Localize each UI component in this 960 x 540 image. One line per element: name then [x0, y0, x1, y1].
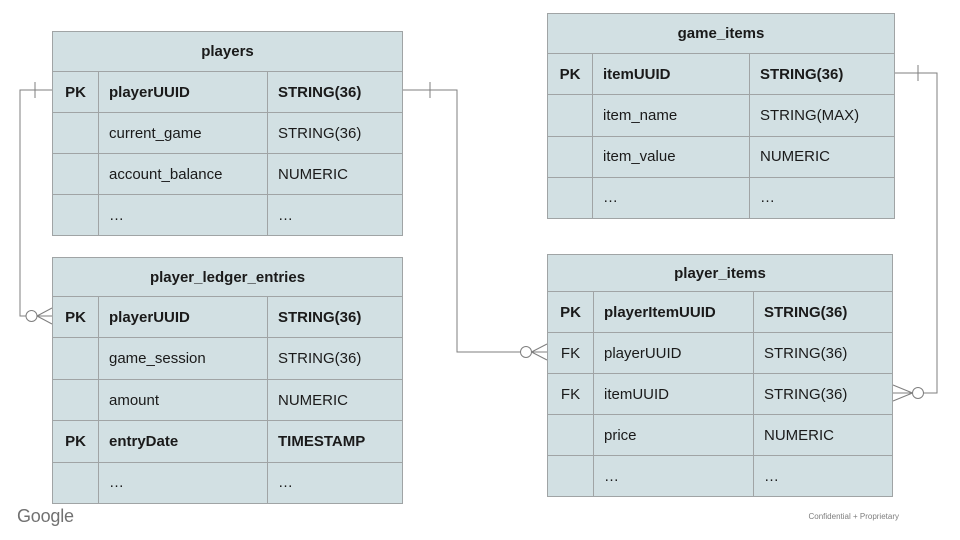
table-row: account_balance NUMERIC [53, 153, 402, 194]
column-type-cell: NUMERIC [760, 148, 830, 166]
column-type-cell: NUMERIC [278, 391, 348, 409]
key-cell: FK [548, 374, 594, 414]
entity-table-player-items: player_items PK playerItemUUID STRING(36… [547, 254, 893, 497]
table-title: players [201, 43, 254, 60]
table-row: PK playerItemUUID STRING(36) [548, 291, 892, 332]
column-type-cell: … [764, 467, 779, 485]
table-row: item_value NUMERIC [548, 135, 894, 177]
column-name-cell: item_value [593, 136, 750, 177]
table-row: game_session STRING(36) [53, 337, 402, 379]
table-row: PK playerUUID STRING(36) [53, 296, 402, 338]
column-name-cell: item_name [593, 95, 750, 136]
key-cell [548, 95, 593, 136]
table-row: FK playerUUID STRING(36) [548, 332, 892, 373]
entity-table-game-items: game_items PK itemUUID STRING(36) item_n… [547, 13, 895, 219]
key-cell: PK [53, 72, 99, 112]
column-type-cell: STRING(36) [764, 303, 848, 321]
table-row: … … [548, 455, 892, 496]
column-name-cell: itemUUID [593, 54, 750, 95]
column-name-cell: account_balance [99, 154, 268, 194]
entity-table-player-ledger-entries: player_ledger_entries PK playerUUID STRI… [52, 257, 403, 504]
relationship-wire [19, 89, 52, 317]
key-cell [53, 154, 99, 194]
table-title: game_items [677, 25, 765, 42]
table-row: item_name STRING(MAX) [548, 94, 894, 136]
key-cell [548, 177, 593, 218]
key-cell [53, 195, 99, 235]
column-type-cell: TIMESTAMP [278, 432, 366, 450]
column-type-cell: STRING(MAX) [760, 106, 860, 124]
column-type-cell: STRING(36) [278, 350, 362, 368]
table-row: PK playerUUID STRING(36) [53, 71, 402, 112]
table-title: player_items [674, 264, 766, 282]
column-name-cell: playerUUID [99, 72, 268, 112]
column-name-cell: amount [99, 379, 268, 421]
column-type-cell: NUMERIC [278, 165, 348, 183]
key-cell [548, 415, 594, 455]
column-name-cell: … [99, 195, 268, 235]
relationship-wire [403, 89, 521, 353]
table-title: player_ledger_entries [149, 268, 306, 286]
key-cell [53, 462, 99, 504]
confidentiality-note: Confidential + Proprietary [808, 512, 900, 521]
table-row: … … [53, 461, 402, 504]
table-row: PK itemUUID STRING(36) [548, 53, 894, 95]
column-type-cell: STRING(36) [278, 308, 362, 326]
relationship-players-ledger [19, 82, 53, 325]
key-cell: PK [53, 421, 99, 462]
column-type-cell: … [278, 206, 293, 224]
column-type-cell: STRING(36) [278, 83, 362, 101]
column-name-cell: playerItemUUID [594, 292, 754, 332]
key-cell [548, 456, 594, 496]
table-row: … … [548, 176, 894, 218]
zero-cardinality-circle [25, 310, 38, 322]
column-name-cell: game_session [99, 338, 268, 379]
column-name-cell: playerUUID [99, 297, 268, 338]
many-crowfoot [531, 343, 548, 361]
key-cell [53, 113, 99, 153]
table-row: FK itemUUID STRING(36) [548, 373, 892, 414]
table-row: PK entryDate TIMESTAMP [53, 420, 402, 462]
entity-table-players: players PK playerUUID STRING(36) current… [52, 31, 403, 236]
zero-cardinality-circle [520, 346, 532, 358]
column-type-cell: … [278, 474, 293, 492]
column-type-cell: STRING(36) [760, 65, 844, 83]
column-type-cell: STRING(36) [764, 344, 848, 362]
column-name-cell: entryDate [99, 421, 268, 462]
column-name-cell: … [593, 177, 750, 218]
relationship-wire [895, 72, 938, 394]
column-type-cell: NUMERIC [764, 426, 834, 444]
table-row: amount NUMERIC [53, 378, 402, 421]
column-name-cell: current_game [99, 113, 268, 153]
table-row: current_game STRING(36) [53, 112, 402, 153]
column-type-cell: STRING(36) [278, 124, 362, 142]
many-crowfoot [36, 307, 53, 325]
key-cell: PK [548, 292, 594, 332]
column-type-cell: … [760, 189, 775, 207]
key-cell [548, 136, 593, 177]
many-crowfoot [892, 384, 913, 402]
zero-cardinality-circle [912, 387, 924, 399]
column-name-cell: playerUUID [594, 333, 754, 373]
column-type-cell: STRING(36) [764, 385, 848, 403]
table-row: … … [53, 194, 402, 235]
column-name-cell: … [99, 462, 268, 504]
key-cell: PK [53, 297, 99, 338]
key-cell: FK [548, 333, 594, 373]
column-name-cell: itemUUID [594, 374, 754, 414]
table-row: price NUMERIC [548, 414, 892, 455]
key-cell [53, 379, 99, 421]
relationship-game-items-player-items [892, 65, 938, 402]
key-cell: PK [548, 54, 593, 95]
column-name-cell: price [594, 415, 754, 455]
column-name-cell: … [594, 456, 754, 496]
key-cell [53, 338, 99, 379]
google-logo: Google [17, 506, 74, 526]
relationship-players-player-items [403, 82, 548, 361]
